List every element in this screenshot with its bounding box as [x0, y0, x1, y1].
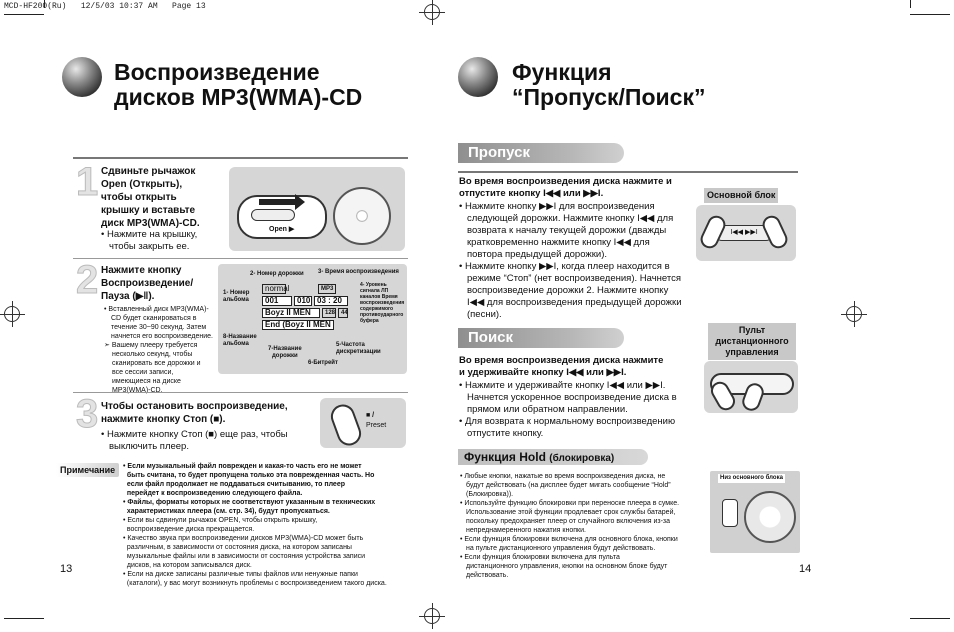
title-bullet-icon	[62, 57, 102, 97]
open-label: Open ▶	[269, 226, 295, 233]
label-bitrate: 6-Битрейт	[308, 360, 338, 366]
bottom-unit-label: Низ основного блока	[718, 474, 785, 483]
hold-bullets: • Любые кнопки, нажатые во время воспрои…	[460, 473, 680, 579]
lcd-bitrate: 128	[322, 308, 336, 318]
lcd-diagram: 2- Номер дорожки 3- Время воспроизведени…	[218, 264, 407, 374]
lcd-frequency: 44	[338, 308, 348, 318]
step3-text: Чтобы остановить воспроизведение,нажмите…	[101, 401, 288, 425]
skip-heading: Пропуск	[458, 143, 624, 163]
finger-icon	[759, 212, 791, 252]
crop-mark	[4, 618, 44, 619]
stop-button-illustration: ■ / Preset	[320, 398, 406, 449]
note-item: • Файлы, форматы которых не соответствую…	[123, 499, 376, 515]
step-divider	[73, 258, 408, 259]
page-title-left: Воспроизведение дисков MP3(WMA)-CD	[114, 59, 363, 110]
crop-mark	[910, 618, 950, 619]
tip-arrow-icon: ➣	[104, 342, 110, 349]
step-number: 2	[75, 258, 99, 303]
section-rule	[458, 171, 798, 173]
skip-lead: Во время воспроизведения диска нажмите и…	[459, 176, 672, 199]
page-title-right: Функция “Пропуск/Поиск”	[512, 59, 706, 110]
lcd-panel: normal MP3 001 010 03 : 20 Boyz II MEN 1…	[262, 284, 354, 332]
section-rule	[73, 157, 408, 159]
stop-label: ■ /	[366, 412, 375, 419]
open-lever-illustration: Open ▶	[229, 167, 405, 251]
print-header: MCD-HF200(Ru) 12/5/03 10:37 AM Page 13	[4, 2, 206, 11]
note-item: • Если музыкальный файл поврежден и кака…	[123, 463, 375, 497]
crop-mark	[910, 0, 911, 8]
finger-icon	[327, 401, 365, 449]
main-unit-label: Основной блок	[704, 188, 779, 203]
registration-mark-icon	[419, 603, 445, 629]
lcd-mp3: MP3	[318, 284, 336, 294]
hold-heading: Функция Hold (блокировка)	[458, 449, 648, 465]
search-bullets: • Нажмите и удерживайте кнопку I◀◀ или ▶…	[459, 380, 677, 439]
step-number: 3	[75, 392, 99, 437]
crop-mark	[910, 14, 950, 15]
disc-icon	[333, 187, 391, 245]
page-number-right: 14	[799, 563, 812, 575]
registration-mark-icon	[841, 301, 867, 327]
step3-bullet: • Нажмите кнопку Стоп (■) еще раз, чтобы…	[101, 429, 288, 452]
lcd-track-name: End (Boyz II MEN	[262, 320, 334, 330]
note-badge: Примечание	[56, 463, 120, 477]
note-item: • Если вы сдвинули рычажок OPEN, чтобы о…	[123, 517, 318, 533]
lcd-album-name: Boyz II MEN	[262, 308, 320, 318]
step1-bullet: • Нажмите на крышку, чтобы закрыть ее.	[101, 229, 198, 252]
note-item: • Если на диске записаны различные типы …	[123, 571, 387, 587]
main-unit-illustration: I◀◀ ▶▶I	[696, 205, 796, 261]
step-number: 1	[75, 160, 99, 205]
lcd-time: 03 : 20	[314, 296, 348, 306]
label-play-time: 3- Время воспроизведения	[318, 269, 399, 275]
lcd-normal: normal	[262, 284, 289, 294]
preset-label: Preset	[366, 422, 387, 429]
crop-mark	[44, 0, 45, 8]
skip-bullets: • Нажмите кнопку ▶▶I для воспроизведения…	[459, 201, 682, 320]
lcd-track-number: 010	[294, 296, 312, 306]
disc-icon	[744, 491, 796, 543]
note-item: • Качество звука при воспроизведении дис…	[123, 535, 366, 569]
title-bullet-icon	[458, 57, 498, 97]
search-heading: Поиск	[458, 328, 624, 348]
lcd-album-number: 001	[262, 296, 292, 306]
hold-switch	[722, 499, 738, 527]
registration-mark-icon	[0, 301, 25, 327]
step2-bullet: • Вставленный диск MP3(WMA)- CD будет ск…	[104, 306, 213, 340]
step-divider	[73, 392, 408, 393]
registration-mark-icon	[419, 0, 445, 25]
open-arrow-icon	[259, 199, 297, 205]
crop-mark	[4, 14, 44, 15]
remote-illustration	[704, 361, 798, 414]
page-number-left: 13	[60, 563, 73, 575]
step2-tip: ➣ Вашему плееру требуется несколько секу…	[104, 342, 201, 394]
bottom-unit-illustration: Низ основного блока	[710, 471, 800, 553]
open-lever	[251, 209, 295, 221]
notes-list: • Если музыкальный файл поврежден и кака…	[123, 462, 413, 588]
label-track-number: 2- Номер дорожки	[250, 271, 304, 277]
